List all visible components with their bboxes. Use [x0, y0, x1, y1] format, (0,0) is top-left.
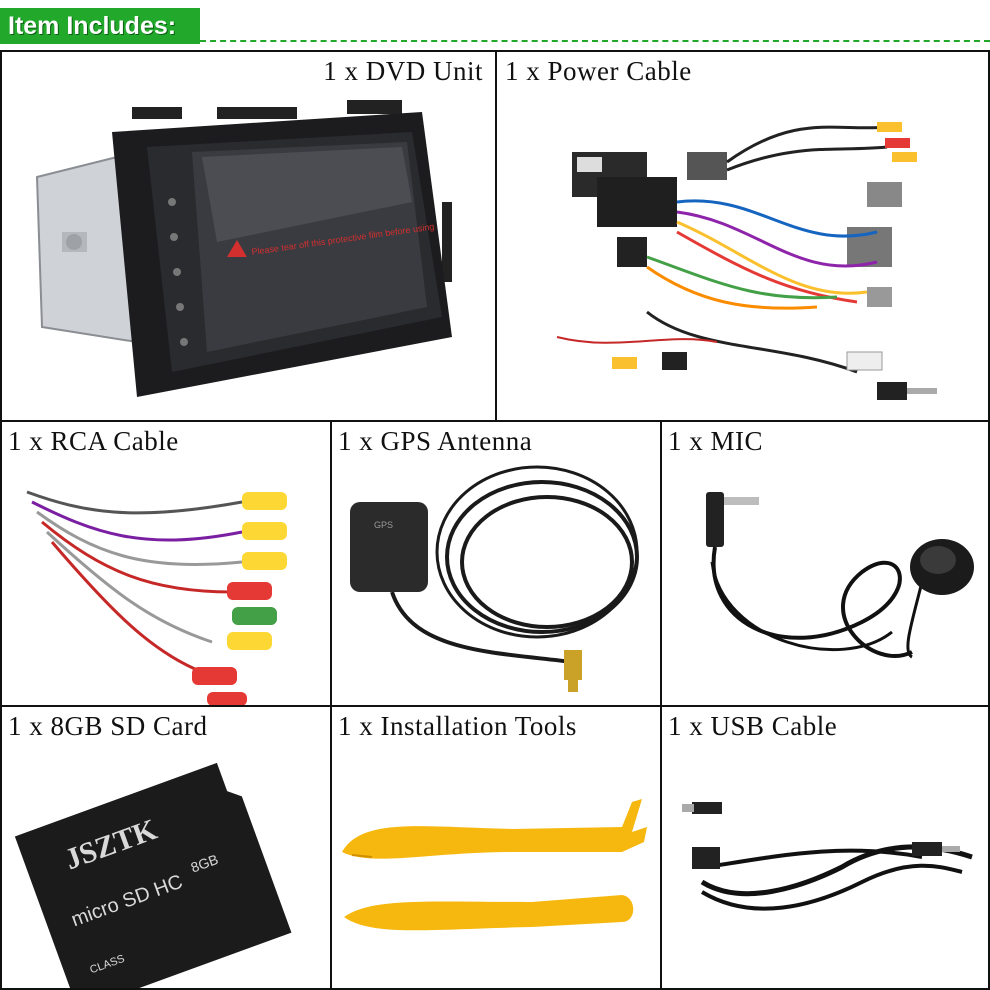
items-grid: 1 x DVD Unit Please tear off this p [0, 50, 990, 990]
item-gps-antenna: 1 x GPS Antenna GPS [330, 420, 662, 707]
mic-image [706, 492, 974, 659]
item-label: 1 x MIC [668, 426, 764, 456]
item-sd-card: 1 x 8GB SD Card JSZTK micro SD HC 8GB CL… [0, 705, 332, 990]
rca-cable-image [26, 490, 287, 705]
usb-cable-image [682, 802, 973, 911]
header-divider [200, 40, 990, 42]
item-power-cable: 1 x Power Cable [495, 50, 990, 422]
item-label: 1 x DVD Unit [323, 56, 483, 86]
item-label: 1 x GPS Antenna [338, 426, 533, 456]
item-label: 1 x Installation Tools [338, 711, 577, 741]
item-dvd-unit: 1 x DVD Unit Please tear off this p [0, 50, 497, 422]
item-rca-cable: 1 x RCA Cable [0, 420, 332, 707]
gps-antenna-image: GPS [350, 465, 639, 692]
power-cable-image [556, 122, 937, 400]
item-label: 1 x 8GB SD Card [8, 711, 208, 741]
installation-tools-image [342, 799, 647, 931]
dvd-unit-image: Please tear off this protective film bef… [35, 100, 452, 397]
item-usb-cable: 1 x USB Cable [660, 705, 990, 990]
section-title: Item Includes: [0, 8, 200, 44]
item-installation-tools: 1 x Installation Tools [330, 705, 662, 990]
item-label: 1 x USB Cable [668, 711, 838, 741]
item-label: 1 x RCA Cable [8, 426, 179, 456]
sd-card-image: JSZTK micro SD HC 8GB CLASS [14, 762, 292, 988]
gps-badge: GPS [374, 520, 393, 530]
item-mic: 1 x MIC [660, 420, 990, 707]
item-label: 1 x Power Cable [505, 56, 692, 86]
